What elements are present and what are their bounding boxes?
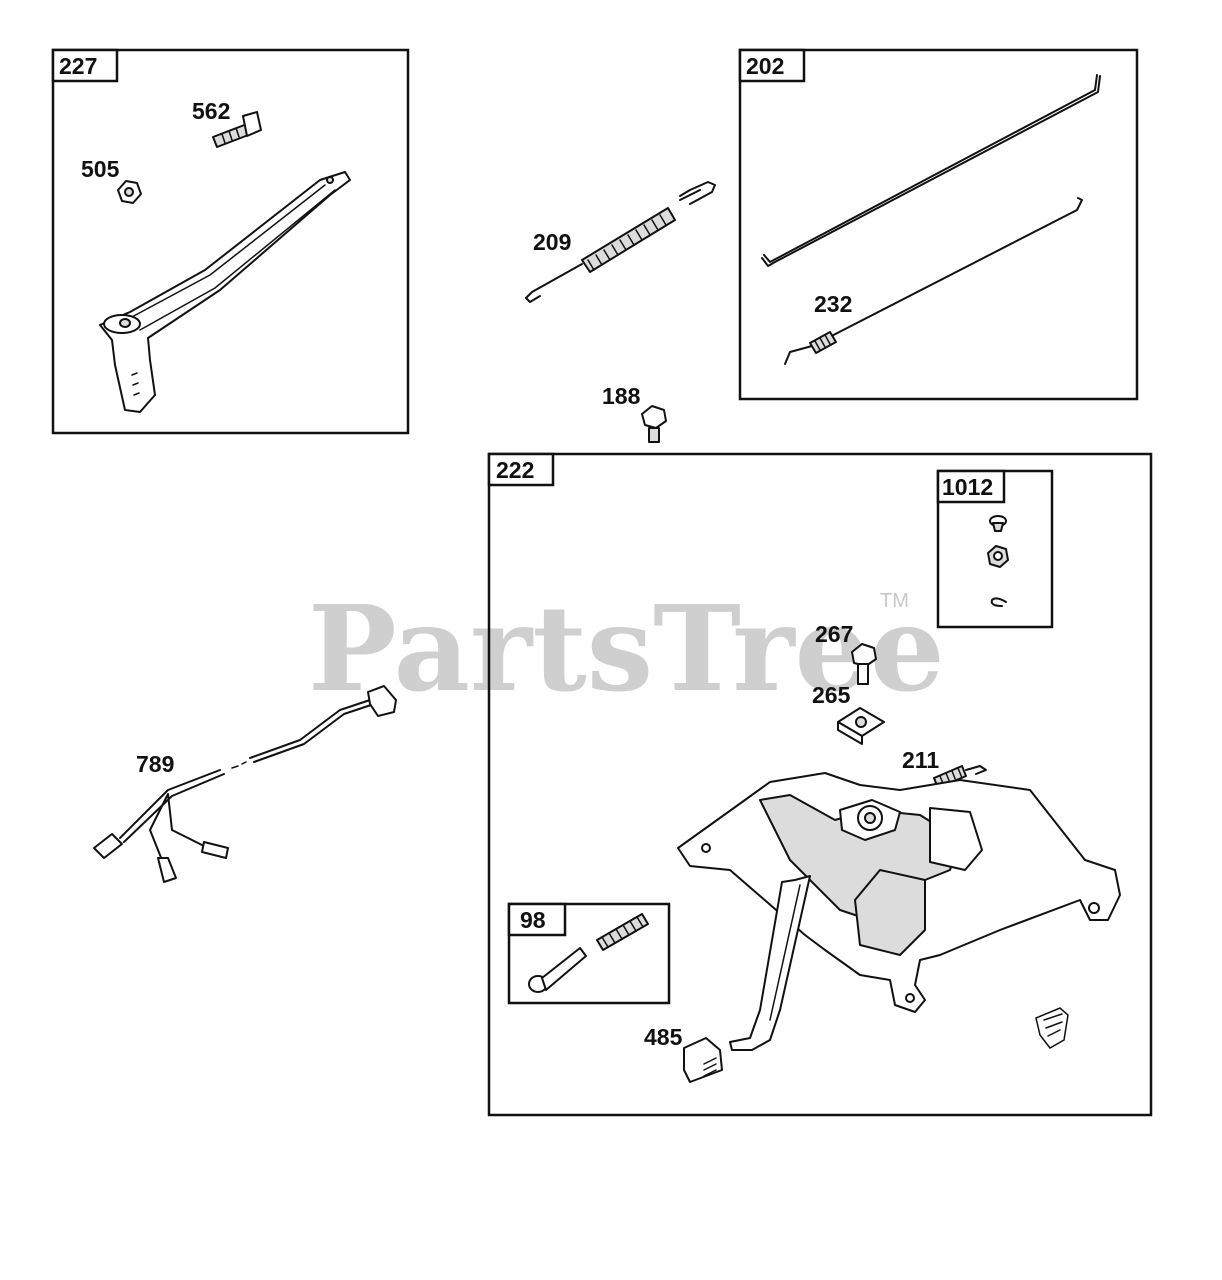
control-lever-icon[interactable] (99, 171, 351, 413)
wire-harness-789-icon[interactable] (93, 685, 397, 883)
watermark-trademark: TM (880, 590, 909, 612)
callout-505: 505 (81, 156, 120, 182)
group-202-tab (738, 48, 806, 83)
spring-98-icon[interactable] (596, 913, 649, 951)
group-98-frame (507, 902, 671, 1005)
callout-485: 485 (644, 1024, 683, 1050)
pin-98-icon[interactable] (528, 947, 587, 993)
clip-1012-icon[interactable] (990, 597, 1007, 607)
engine-model-icon (1035, 1007, 1069, 1049)
group-98-label: 98 (520, 907, 546, 933)
group-227[interactable]: 227 (51, 48, 410, 435)
group-222-tab (487, 452, 555, 487)
bracket-265-icon[interactable] (837, 707, 885, 745)
callout-209: 209 (533, 229, 571, 255)
callout-265: 265 (812, 682, 851, 708)
cap-485-icon[interactable] (683, 1037, 723, 1083)
callout-562: 562 (192, 98, 230, 124)
callout-267: 267 (815, 621, 853, 647)
callout-188: 188 (602, 383, 641, 409)
group-98[interactable]: 98 (507, 902, 671, 1005)
bolt-267-icon[interactable] (851, 643, 877, 685)
governor-spring-rod-232-icon[interactable] (784, 197, 1083, 365)
group-227-tab (51, 48, 119, 83)
group-222[interactable]: 222 1012 98 (487, 452, 1153, 1117)
watermark: PartsTree TM (308, 579, 945, 718)
callout-232: 232 (814, 291, 852, 317)
group-222-frame (487, 452, 1153, 1117)
group-1012-label: 1012 (942, 474, 993, 500)
group-227-frame (51, 48, 410, 435)
callout-211: 211 (902, 747, 939, 773)
callout-789: 789 (136, 751, 174, 777)
control-bracket-icon[interactable] (677, 772, 1121, 1051)
callouts: 562 505 209 232 188 267 265 211 789 485 (81, 98, 939, 1050)
group-1012-tab (936, 469, 1006, 504)
group-202-label: 202 (746, 53, 784, 79)
group-227-label: 227 (59, 53, 97, 79)
watermark-text: PartsTree (308, 579, 945, 718)
rod-202-icon[interactable] (761, 74, 1101, 267)
screw-1012-icon[interactable] (989, 515, 1007, 532)
group-98-tab (507, 902, 567, 937)
nut-1012-icon[interactable] (987, 545, 1009, 568)
group-1012[interactable]: 1012 (936, 469, 1054, 629)
group-202[interactable]: 202 (738, 48, 1139, 401)
spring-209-icon[interactable] (525, 181, 716, 303)
group-202-frame (738, 48, 1139, 401)
bolt-562-icon[interactable] (212, 111, 262, 148)
bolt-188-icon[interactable] (641, 405, 667, 443)
nut-505-icon[interactable] (117, 180, 142, 204)
group-222-label: 222 (496, 457, 534, 483)
